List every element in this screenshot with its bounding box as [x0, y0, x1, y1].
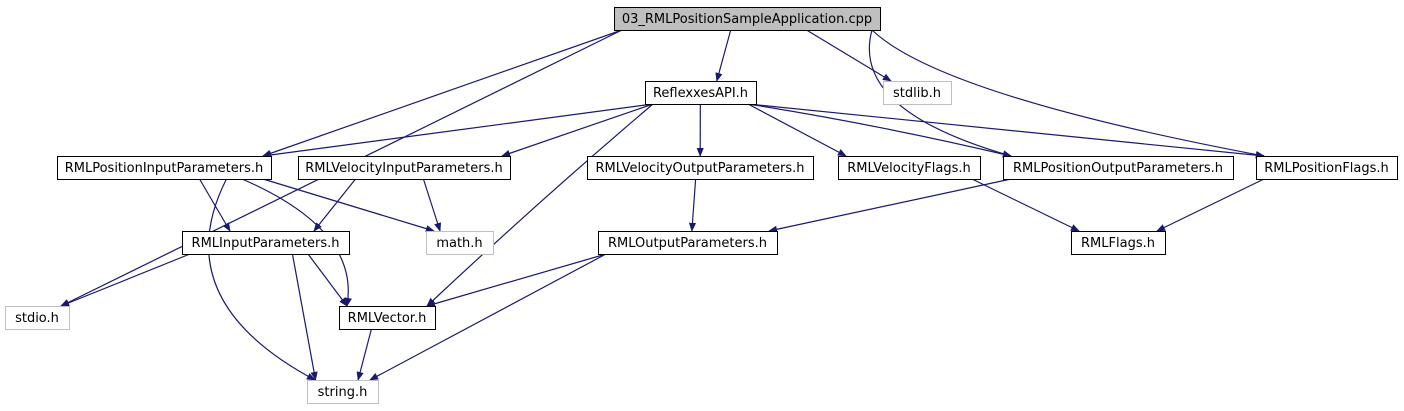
node-rml_pos_out[interactable]: RMLPositionOutputParameters.h	[1003, 156, 1234, 180]
edge-reflexxes_api-to-rml_pos_in	[262, 103, 654, 159]
node-label-rml_vel_flags: RMLVelocityFlags.h	[847, 161, 971, 176]
edge-reflexxes_api-to-rml_vel_flags	[747, 103, 847, 157]
edge-rml_vector-to-string	[356, 328, 373, 381]
node-box-rml_vector	[339, 306, 436, 330]
node-rml_pos_flags[interactable]: RMLPositionFlags.h	[1256, 156, 1398, 180]
node-math: math.h	[426, 231, 494, 255]
nodes-layer: 03_RMLPositionSampleApplication.cppRefle…	[5, 7, 1398, 404]
node-box-rml_in	[182, 231, 350, 255]
node-label-rml_pos_flags: RMLPositionFlags.h	[1264, 161, 1389, 176]
node-label-rml_vel_in: RMLVelocityInputParameters.h	[305, 161, 503, 176]
node-label-stdio: stdio.h	[15, 311, 59, 326]
edge-app_cpp-to-stdlib	[806, 29, 892, 82]
edge-rml_out-to-string	[369, 253, 607, 381]
node-box-math	[426, 231, 494, 255]
node-label-rml_out: RMLOutputParameters.h	[608, 236, 767, 251]
edge-rml_in-to-rml_vector	[307, 253, 348, 307]
edge-reflexxes_api-to-rml_vector	[426, 103, 654, 307]
node-box-rml_pos_in	[57, 156, 272, 180]
edge-rml_out-to-rml_vector	[426, 253, 607, 308]
node-label-rml_in: RMLInputParameters.h	[192, 236, 340, 251]
node-box-rml_vel_flags	[838, 156, 981, 180]
node-label-rml_flags: RMLFlags.h	[1081, 236, 1155, 251]
node-stdlib: stdlib.h	[883, 81, 952, 105]
node-stdio: stdio.h	[5, 306, 70, 330]
node-rml_out[interactable]: RMLOutputParameters.h	[598, 231, 778, 255]
edge-rml_pos_in-to-math	[262, 178, 435, 233]
edge-rml_vel_out-to-rml_out	[688, 178, 697, 232]
edge-rml_vel_in-to-math	[422, 178, 442, 232]
node-app_cpp[interactable]: 03_RMLPositionSampleApplication.cpp	[614, 7, 881, 31]
edge-rml_vel_flags-to-rml_flags	[971, 178, 1080, 232]
edge-rml_pos_in-to-string	[208, 178, 316, 381]
edge-app_cpp-to-reflexxes_api	[715, 29, 732, 82]
edge-rml_in-to-stdio	[60, 253, 191, 307]
edge-rml_pos_flags-to-rml_flags	[1156, 178, 1265, 232]
node-box-stdio	[5, 306, 70, 330]
node-box-rml_pos_flags	[1256, 156, 1398, 180]
node-label-stdlib: stdlib.h	[893, 86, 941, 101]
node-box-string	[307, 380, 379, 404]
node-rml_vel_out[interactable]: RMLVelocityOutputParameters.h	[587, 156, 814, 180]
node-label-rml_vector: RMLVector.h	[348, 311, 427, 326]
node-rml_in[interactable]: RMLInputParameters.h	[182, 231, 350, 255]
node-box-rml_vel_in	[298, 156, 511, 180]
node-label-reflexxes_api: ReflexxesAPI.h	[653, 86, 748, 101]
node-rml_vector[interactable]: RMLVector.h	[339, 306, 436, 330]
edge-app_cpp-to-rml_pos_flags	[871, 29, 1265, 159]
node-box-app_cpp	[614, 7, 881, 31]
edge-rml_vel_in-to-rml_in	[313, 178, 356, 232]
edge-reflexxes_api-to-rml_pos_out	[747, 103, 1012, 158]
edge-rml_pos_out-to-rml_out	[768, 178, 1012, 233]
node-label-rml_vel_out: RMLVelocityOutputParameters.h	[596, 161, 805, 176]
node-rml_vel_flags[interactable]: RMLVelocityFlags.h	[838, 156, 981, 180]
node-box-rml_flags	[1071, 231, 1166, 255]
node-rml_vel_in[interactable]: RMLVelocityInputParameters.h	[298, 156, 511, 180]
node-box-reflexxes_api	[645, 81, 757, 105]
node-label-rml_pos_in: RMLPositionInputParameters.h	[65, 161, 264, 176]
node-box-rml_pos_out	[1003, 156, 1234, 180]
node-label-app_cpp: 03_RMLPositionSampleApplication.cpp	[622, 12, 872, 27]
node-rml_flags[interactable]: RMLFlags.h	[1071, 231, 1166, 255]
node-label-math: math.h	[436, 236, 482, 251]
node-box-rml_out	[598, 231, 778, 255]
node-string: string.h	[307, 380, 379, 404]
node-label-rml_pos_out: RMLPositionOutputParameters.h	[1013, 161, 1223, 176]
node-box-rml_vel_out	[587, 156, 814, 180]
edge-rml_pos_in-to-rml_in	[199, 178, 231, 232]
node-rml_pos_in[interactable]: RMLPositionInputParameters.h	[57, 156, 272, 180]
node-box-stdlib	[883, 81, 952, 105]
edge-reflexxes_api-to-rml_vel_in	[501, 103, 654, 157]
node-reflexxes_api[interactable]: ReflexxesAPI.h	[645, 81, 757, 105]
edge-app_cpp-to-rml_pos_in	[262, 29, 623, 157]
node-label-string: string.h	[318, 385, 368, 400]
edges-layer	[60, 29, 1265, 381]
edge-rml_in-to-string	[291, 253, 318, 381]
edge-reflexxes_api-to-rml_pos_flags	[747, 103, 1265, 159]
